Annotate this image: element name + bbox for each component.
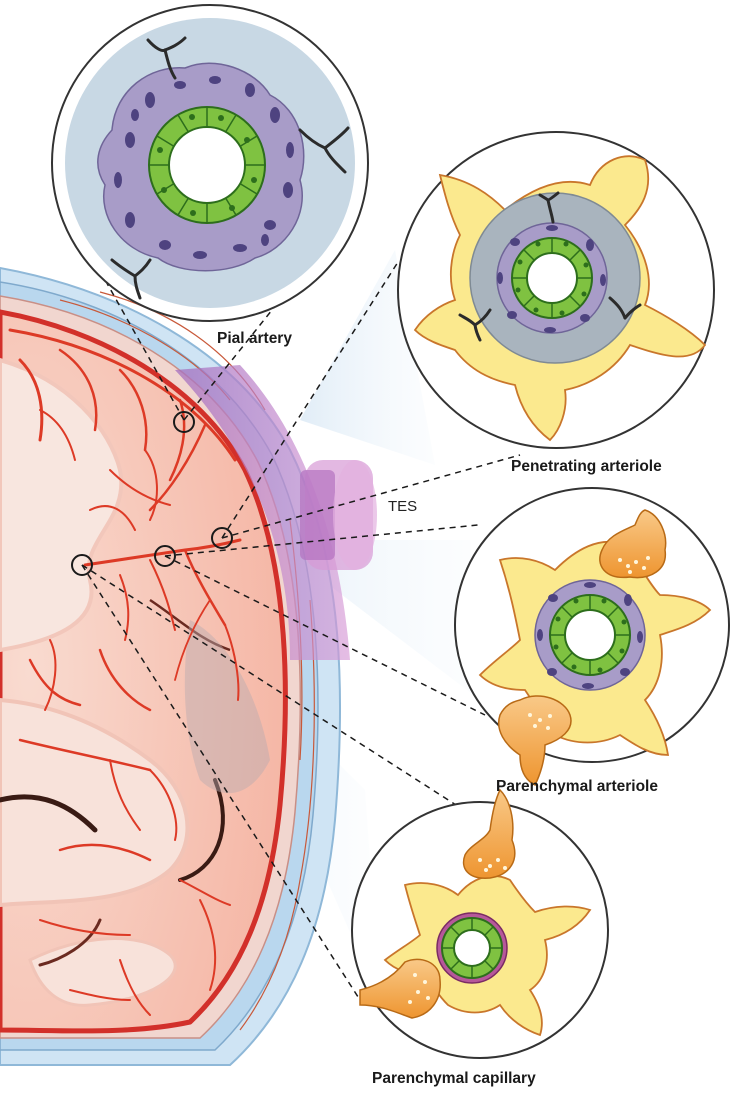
label-parenchymal-capillary: Parenchymal capillary — [372, 1070, 536, 1088]
inset-parenchymal-capillary — [352, 790, 608, 1058]
inset-pial-artery — [52, 5, 368, 321]
inset-parenchymal-arteriole — [455, 488, 729, 785]
label-parenchymal-arteriole: Parenchymal arteriole — [496, 778, 658, 796]
label-penetrating-arteriole: Penetrating arteriole — [511, 458, 662, 476]
inset-penetrating-arteriole — [398, 132, 714, 448]
label-tes: TES — [388, 498, 417, 515]
label-pial-artery: Pial artery — [217, 330, 292, 348]
